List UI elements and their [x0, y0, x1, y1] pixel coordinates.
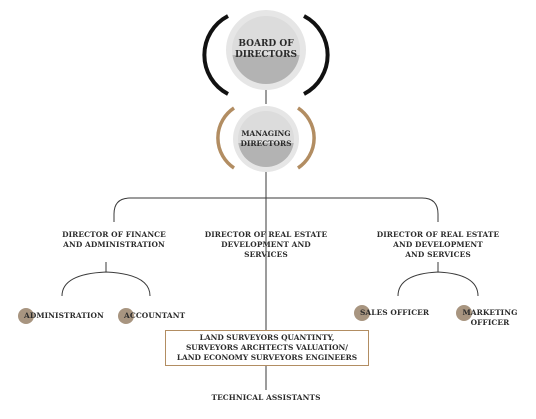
marketing-line2: OFFICER	[470, 318, 510, 327]
accountant-label: ACCOUNTANT	[124, 311, 186, 320]
accountant-node[interactable]: ACCOUNTANT	[124, 311, 185, 321]
technical-label: TECHNICAL ASSISTANTS	[211, 393, 321, 402]
surveyors-line1: LAND SURVEYORS QUANTINTY,	[199, 333, 335, 342]
sales-officer-label: SALES OFFICER	[360, 308, 430, 317]
realestate-right-line1: DIRECTOR OF REAL ESTATE	[376, 230, 500, 239]
managing-right-parenthesis	[296, 106, 316, 170]
surveyors-box[interactable]: LAND SURVEYORS QUANTINTY, SURVEYORS ARCH…	[165, 330, 369, 366]
managing-label-line1: MANAGING	[241, 129, 291, 138]
surveyors-line3: LAND ECONOMY SURVEYORS ENGINEERS	[176, 353, 358, 362]
realestate-center-line1: DIRECTOR OF REAL ESTATE	[204, 230, 328, 239]
director-finance[interactable]: DIRECTOR OF FINANCE AND ADMINISTRATION	[56, 230, 172, 250]
marketing-officer-node[interactable]: MARKETING OFFICER	[462, 308, 518, 328]
technical-assistants-node[interactable]: TECHNICAL ASSISTANTS	[196, 393, 336, 403]
managing-label-line2: DIRECTORS	[240, 139, 292, 148]
sales-officer-dot	[354, 305, 370, 321]
realestate-center-line2: DEVELOPMENT AND	[221, 240, 311, 249]
finance-line1: DIRECTOR OF FINANCE	[62, 230, 166, 239]
director-realestate-center[interactable]: DIRECTOR OF REAL ESTATE DEVELOPMENT AND …	[196, 230, 336, 260]
board-right-parenthesis	[303, 14, 330, 96]
accountant-dot	[118, 308, 134, 324]
board-left-parenthesis	[202, 14, 229, 96]
director-bar	[113, 197, 439, 222]
managing-left-parenthesis	[216, 106, 236, 170]
finance-bracket	[61, 271, 151, 297]
realestate-center-line3: SERVICES	[244, 250, 288, 259]
administration-dot	[18, 308, 34, 324]
director-realestate-right[interactable]: DIRECTOR OF REAL ESTATE AND DEVELOPMENT …	[366, 230, 510, 260]
finance-line2: AND ADMINISTRATION	[63, 240, 165, 249]
administration-node[interactable]: ADMINISTRATION	[24, 311, 104, 321]
realestate-right-line3: AND SERVICES	[405, 250, 471, 259]
marketing-line1: MARKETING	[462, 308, 518, 317]
realestate-bracket	[397, 271, 479, 297]
sales-officer-node[interactable]: SALES OFFICER	[360, 308, 429, 318]
surveyors-line2: SURVEYORS ARCHTECTS VALUATION/	[185, 343, 349, 352]
administration-label: ADMINISTRATION	[24, 311, 104, 320]
board-label-line1: BOARD OF	[238, 39, 294, 49]
marketing-officer-dot	[456, 305, 472, 321]
realestate-right-line2: AND DEVELOPMENT	[393, 240, 483, 249]
board-label-line2: DIRECTORS	[234, 50, 298, 60]
